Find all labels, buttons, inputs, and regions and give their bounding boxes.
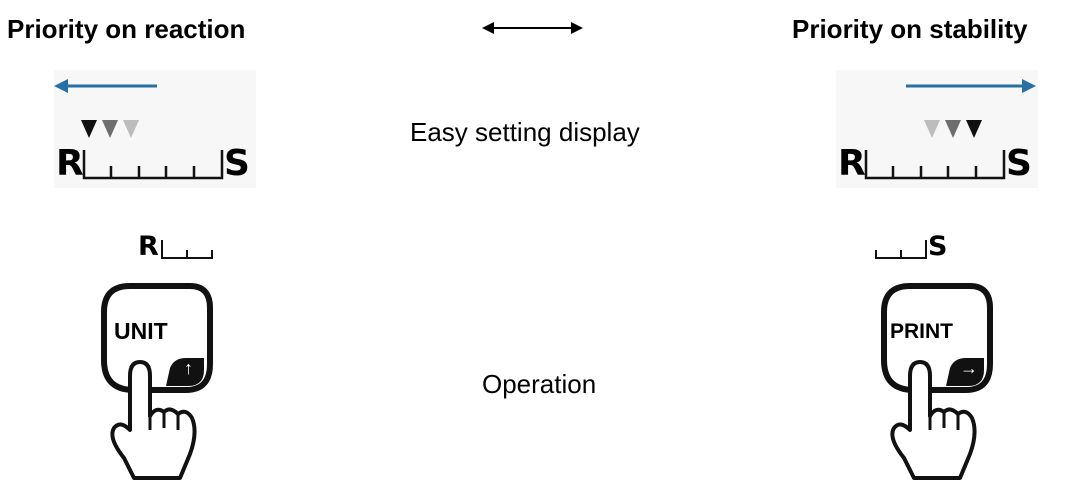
marker-light [123, 120, 139, 138]
marker-light [924, 120, 940, 138]
arrow-left-icon [54, 79, 157, 93]
key-label-unit: UNIT [114, 318, 168, 344]
scale-ruler [864, 150, 1006, 180]
marker-mid [102, 120, 118, 138]
print-key-illustration: PRINT → [880, 282, 995, 482]
label-easy-setting-display: Easy setting display [410, 117, 640, 147]
setting-display-reaction: R S [54, 70, 256, 188]
marker-dark [966, 120, 982, 138]
marker-dark [81, 120, 97, 138]
readout-reaction: R [138, 232, 218, 266]
scale-letter-r: R [56, 143, 84, 184]
readout-letter-s: S [928, 231, 948, 262]
setting-display-stability: R S [836, 70, 1038, 188]
right-arrow-icon: → [960, 358, 978, 378]
scale-letter-r: R [838, 143, 866, 184]
up-arrow-icon: ↑ [184, 358, 193, 378]
marker-mid [945, 120, 961, 138]
pointing-hand-icon [110, 360, 197, 480]
pointing-hand-icon [890, 360, 977, 480]
arrow-right-icon [906, 79, 1036, 93]
scale-ruler [82, 150, 224, 180]
readout-letter-r: R [138, 231, 159, 262]
heading-priority-reaction: Priority on reaction [7, 14, 246, 44]
readout-stability: S [872, 232, 952, 266]
double-arrow-icon [482, 22, 583, 34]
unit-key-illustration: UNIT ↑ [100, 282, 215, 482]
scale-letter-s: S [224, 143, 250, 184]
heading-priority-stability: Priority on stability [792, 14, 1028, 44]
scale-letter-s: S [1006, 143, 1032, 184]
key-label-print: PRINT [890, 320, 953, 343]
label-operation: Operation [482, 369, 597, 399]
